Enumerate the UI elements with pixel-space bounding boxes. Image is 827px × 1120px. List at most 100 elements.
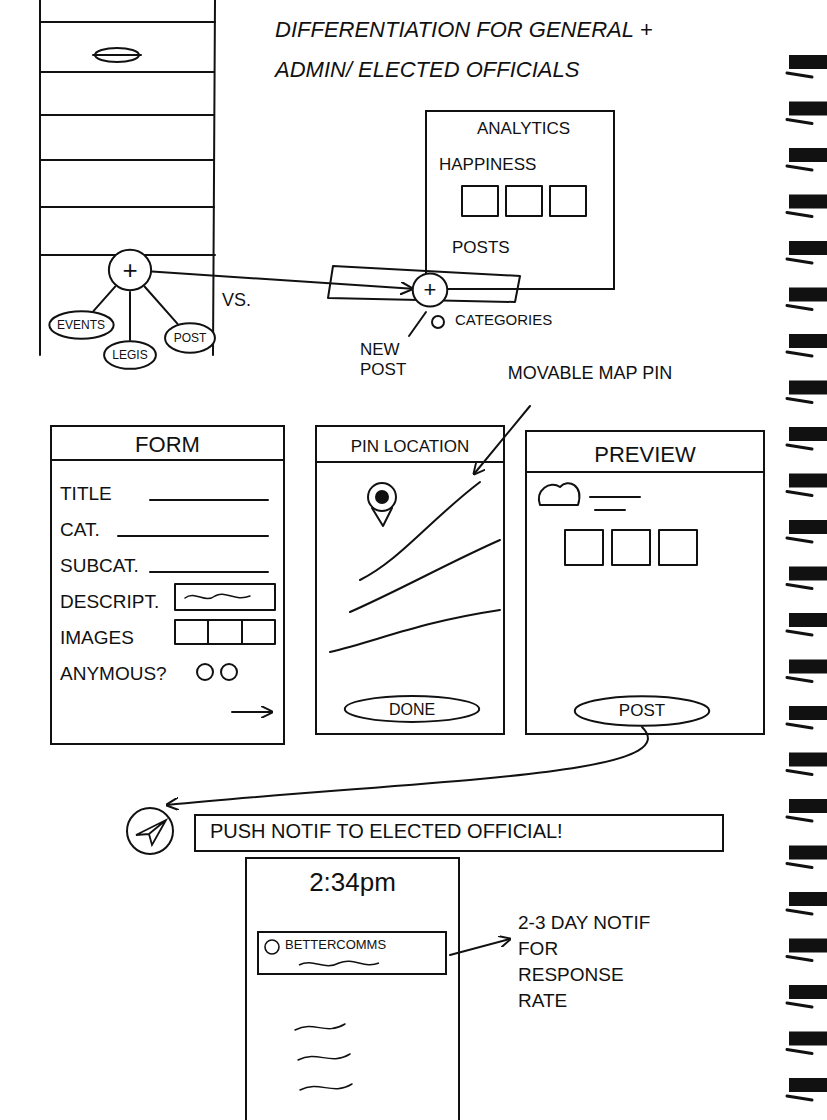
node-label: EVENTS bbox=[57, 318, 105, 332]
preview-image bbox=[659, 530, 697, 565]
text-scribble bbox=[299, 961, 379, 965]
screen-text: IMAGES bbox=[60, 626, 283, 650]
menu-label: NEW POST bbox=[360, 340, 430, 380]
connector bbox=[152, 271, 412, 288]
image-dividers bbox=[208, 620, 242, 644]
node-label: + bbox=[122, 255, 137, 286]
avatar-icon bbox=[539, 483, 579, 505]
post-button: POST bbox=[572, 695, 712, 727]
banner-shape bbox=[195, 815, 723, 851]
title: DIFFERENTIATION FOR GENERAL + ADMIN/ ELE… bbox=[275, 10, 685, 90]
node-label: + bbox=[424, 277, 437, 303]
binding-coil bbox=[789, 939, 827, 953]
screen-text: ANYMOUS? bbox=[60, 662, 283, 686]
binding-coil bbox=[787, 213, 812, 217]
callout-arrow bbox=[474, 406, 530, 474]
label-holder: CATEGORIES bbox=[455, 311, 585, 329]
binding-coil bbox=[787, 957, 812, 961]
node-label: LEGIS bbox=[112, 348, 147, 362]
screen-scribble bbox=[295, 1024, 352, 1090]
header-rule bbox=[52, 459, 283, 461]
preview-image bbox=[565, 530, 603, 565]
binding-coil bbox=[787, 678, 812, 682]
tab-bar bbox=[328, 266, 520, 302]
ellipse-shape bbox=[109, 250, 151, 290]
binding-coil bbox=[787, 538, 812, 542]
binding-coil bbox=[789, 846, 827, 860]
binding-coil bbox=[789, 892, 827, 906]
binding-coil bbox=[787, 585, 812, 589]
binding-coil bbox=[787, 864, 812, 868]
binding-coil bbox=[789, 427, 827, 441]
menu-label: CATEGORIES bbox=[455, 311, 585, 329]
ellipse-shape bbox=[165, 323, 215, 352]
next-arrow bbox=[232, 711, 272, 713]
label-holder: NEW POST bbox=[360, 340, 430, 380]
binding-coil bbox=[789, 288, 827, 302]
binding-coil bbox=[787, 817, 812, 821]
map-pin-tip bbox=[372, 508, 392, 526]
ellipse-shape bbox=[49, 311, 113, 339]
notification-banner: PUSH NOTIF TO ELECTED OFFICIAL! bbox=[125, 805, 725, 857]
send-icon-circle bbox=[127, 808, 173, 854]
paper-plane-icon bbox=[136, 820, 166, 845]
binding-coil bbox=[789, 520, 827, 534]
screen-text: 2:34pm bbox=[247, 867, 458, 897]
radio-button bbox=[221, 664, 237, 680]
header-rule bbox=[317, 461, 503, 463]
menu-leader bbox=[409, 312, 426, 336]
pin-screen: PIN LOCATION DONE bbox=[315, 425, 505, 735]
admin-screen: ANALYTICS HAPPINESS POSTS bbox=[425, 110, 615, 290]
label-holder: MOVABLE MAP PIN bbox=[505, 362, 675, 384]
binding-coil bbox=[789, 985, 827, 999]
binding-coil bbox=[789, 753, 827, 767]
screen-text: PREVIEW bbox=[527, 442, 763, 468]
screen-text: ANALYTICS bbox=[477, 118, 613, 140]
connector bbox=[145, 286, 178, 323]
connector bbox=[129, 292, 131, 340]
app-icon bbox=[265, 940, 279, 954]
node-label: PUSH NOTIF TO ELECTED OFFICIAL! bbox=[210, 819, 563, 843]
node-label: POST bbox=[619, 701, 665, 721]
binding-coil bbox=[787, 1096, 812, 1100]
binding-coil bbox=[787, 73, 812, 77]
binding-coil bbox=[789, 1078, 827, 1092]
phone-outline bbox=[40, 0, 215, 355]
analytics-tile bbox=[550, 186, 586, 216]
binding-coil bbox=[789, 102, 827, 116]
binding-coil bbox=[789, 55, 827, 69]
map-roads bbox=[330, 482, 500, 652]
plus-button: + bbox=[412, 272, 448, 308]
plus-button: + bbox=[108, 248, 152, 292]
binding-coil bbox=[789, 799, 827, 813]
edge-label: VS. bbox=[220, 289, 253, 311]
done-button: DONE bbox=[342, 695, 482, 723]
input-line bbox=[118, 500, 268, 572]
list-rows bbox=[40, 22, 215, 255]
binding-coil bbox=[789, 381, 827, 395]
screen-text: DESCRIPT. bbox=[60, 590, 283, 614]
screen-text: POSTS bbox=[452, 237, 613, 259]
screen-text: HAPPINESS bbox=[439, 154, 613, 176]
binding-coil bbox=[787, 492, 812, 496]
analytics-tile bbox=[506, 186, 542, 216]
map-pin-dot bbox=[376, 491, 388, 503]
screen-text: CAT. bbox=[60, 518, 283, 542]
ellipse-shape bbox=[413, 273, 448, 306]
preview-lines bbox=[590, 497, 640, 510]
analytics-tile bbox=[462, 186, 498, 216]
node-label: POST bbox=[174, 331, 207, 345]
screen-text: PIN LOCATION bbox=[317, 436, 503, 458]
preview-screen: PREVIEW POST bbox=[525, 430, 765, 735]
binding-coil bbox=[789, 334, 827, 348]
binding-coil bbox=[789, 148, 827, 162]
text-scribble bbox=[185, 594, 250, 598]
ellipse-shape bbox=[575, 696, 709, 725]
binding-coil bbox=[787, 631, 812, 635]
header-rule bbox=[527, 471, 763, 473]
binding-coil bbox=[787, 399, 812, 403]
screen-text: SUBCAT. bbox=[60, 554, 283, 578]
label-holder: VS. bbox=[220, 289, 253, 311]
image-slots bbox=[175, 620, 275, 644]
radio-button bbox=[197, 664, 213, 680]
